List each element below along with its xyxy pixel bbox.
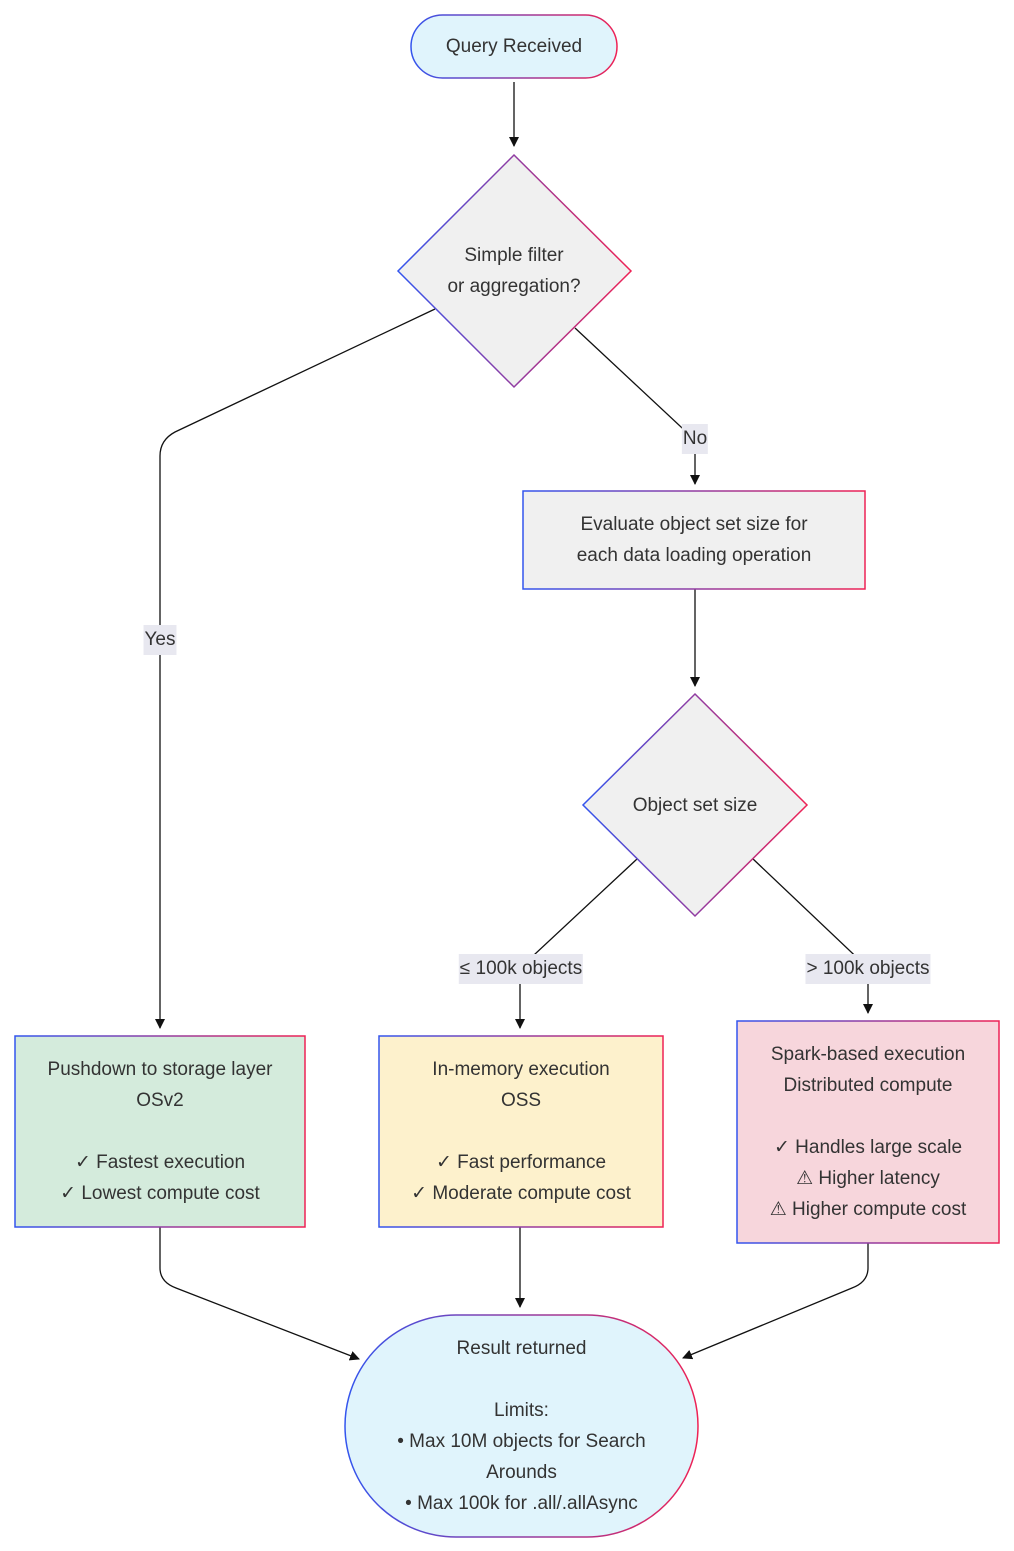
node-text-line: ✓ Handles large scale bbox=[773, 1137, 963, 1158]
object-set-size-decision-node bbox=[581, 692, 809, 918]
node-text-line: In-memory execution bbox=[432, 1059, 610, 1080]
node-text-line: ✓ Moderate compute cost bbox=[411, 1183, 631, 1204]
node-text-line: ⚠ Higher compute cost bbox=[769, 1199, 967, 1220]
edge-decision-yes-to-pushdown bbox=[155, 308, 436, 1029]
result-node bbox=[344, 1314, 699, 1538]
evaluate-size-label: Evaluate object set size for each data lo… bbox=[523, 491, 865, 589]
edge-spark-to-result bbox=[682, 1243, 869, 1360]
query-received-label: Query Received bbox=[411, 15, 617, 78]
node-text-line: Arounds bbox=[486, 1462, 557, 1483]
node-text-line: ⚠ Higher latency bbox=[796, 1168, 940, 1189]
node-text-line: Spark-based execution bbox=[770, 1044, 966, 1065]
node-text-line: Distributed compute bbox=[783, 1075, 953, 1096]
node-text-line: Evaluate object set size for bbox=[580, 514, 808, 535]
node-text-line: • Max 10M objects for Search bbox=[397, 1431, 646, 1452]
node-text-line: OSv2 bbox=[136, 1090, 184, 1111]
node-text-line: Object set size bbox=[632, 794, 758, 816]
query-received-node bbox=[410, 14, 618, 79]
nodes bbox=[14, 14, 1000, 1538]
node-text-line: Query Received bbox=[445, 36, 583, 57]
spark-node bbox=[736, 1020, 1000, 1244]
edge-label-no: No bbox=[681, 424, 709, 454]
object-set-size-label: Object set size bbox=[600, 789, 790, 821]
node-text-line: Simple filter bbox=[464, 245, 564, 266]
node-text-line: ✓ Fast performance bbox=[435, 1152, 607, 1173]
edge-decision-no-to-evaluate bbox=[574, 327, 700, 485]
node-text-line: OSS bbox=[500, 1090, 542, 1111]
node-text-line: Pushdown to storage layer bbox=[47, 1059, 273, 1080]
node-text-line: or aggregation? bbox=[447, 276, 581, 297]
node-text-line: ✓ Fastest execution bbox=[74, 1152, 246, 1173]
edge-label-le-100k: ≤ 100k objects bbox=[458, 954, 584, 984]
node-text-line: each data loading operation bbox=[576, 545, 812, 566]
edge-size-gt-to-spark bbox=[751, 857, 873, 1014]
pushdown-node bbox=[14, 1035, 306, 1228]
node-text-line: Limits: bbox=[494, 1400, 549, 1421]
simple-filter-decision-node bbox=[396, 153, 633, 389]
node-text-line: ✓ Lowest compute cost bbox=[60, 1183, 260, 1204]
edge-pushdown-to-result bbox=[159, 1227, 360, 1361]
in-memory-node bbox=[378, 1035, 664, 1228]
edge-size-le-to-in-memory bbox=[515, 858, 638, 1029]
node-text-line: • Max 100k for .all/.allAsync bbox=[405, 1493, 638, 1514]
edge-label-yes: Yes bbox=[143, 625, 177, 655]
simple-filter-label: Simple filter or aggregation? bbox=[420, 225, 608, 317]
edge-label-gt-100k: > 100k objects bbox=[805, 954, 931, 984]
evaluate-size-node bbox=[522, 490, 866, 590]
node-text-line: Result returned bbox=[456, 1338, 587, 1359]
